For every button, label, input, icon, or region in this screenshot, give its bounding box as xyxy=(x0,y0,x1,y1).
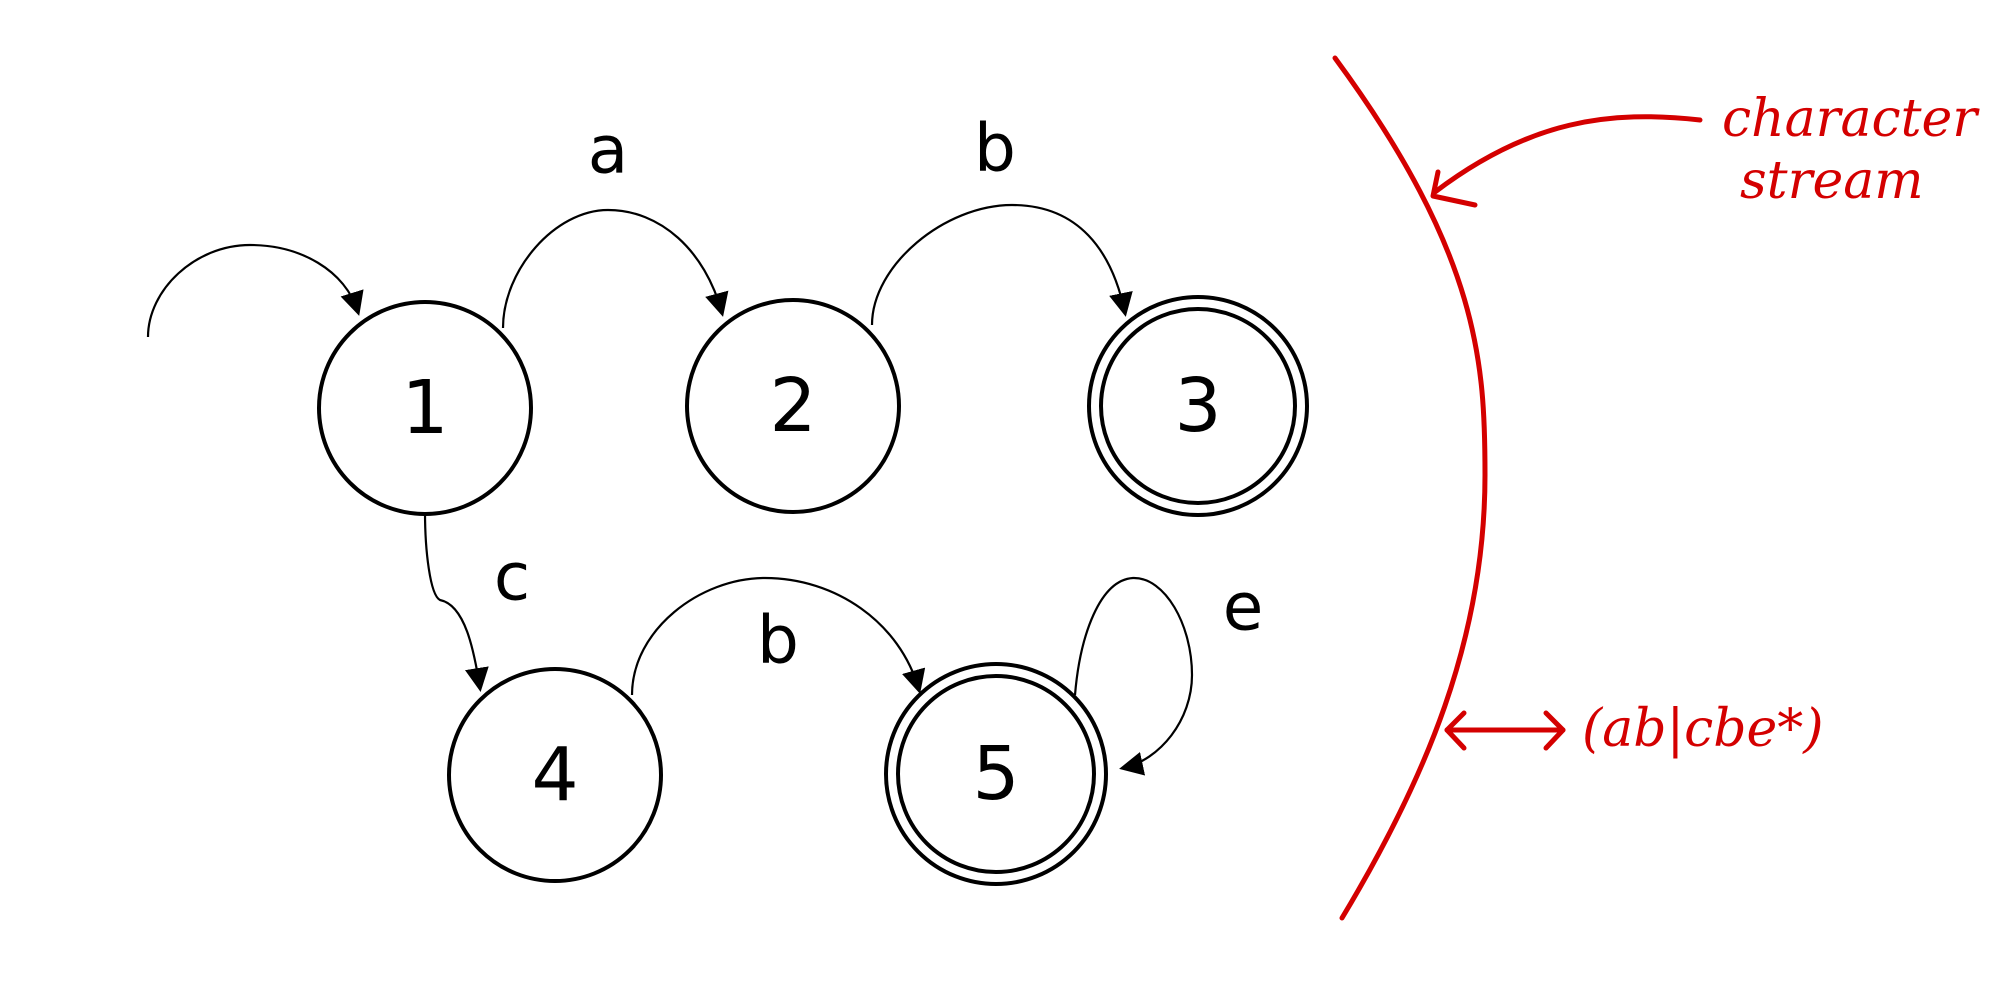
edges xyxy=(146,203,1194,776)
edge-label-b-bottom: b xyxy=(757,602,799,679)
edge-1-to-4 xyxy=(423,511,489,692)
annotations: character stream (ab|cbe*) xyxy=(1332,55,1980,921)
edge-labels: a b c b e xyxy=(494,110,1263,679)
state-3-label: 3 xyxy=(1174,363,1221,449)
stream-pointer-arrowhead xyxy=(1430,169,1478,208)
edge-2-to-3 xyxy=(870,203,1133,326)
state-2-label: 2 xyxy=(769,363,816,449)
state-5: 5 xyxy=(884,662,1108,886)
state-2: 2 xyxy=(685,298,901,514)
edge-4-to-5 xyxy=(630,576,926,696)
edge-label-b-top: b xyxy=(974,110,1016,187)
regex-double-arrow-left-head xyxy=(1444,710,1467,751)
stream-boundary-curve xyxy=(1332,55,1488,921)
regex-double-arrow-right-head xyxy=(1543,710,1566,751)
state-5-label: 5 xyxy=(972,731,1019,817)
edge-label-a: a xyxy=(588,112,628,189)
edge-label-c: c xyxy=(494,539,530,616)
stream-pointer-arrow xyxy=(1432,114,1703,195)
edge-label-e: e xyxy=(1223,569,1264,646)
state-3: 3 xyxy=(1087,295,1309,517)
edge-5-loop xyxy=(1073,576,1194,776)
start-edge xyxy=(146,243,364,338)
stream-label-line2: stream xyxy=(1740,151,1924,211)
regex-label: (ab|cbe*) xyxy=(1582,699,1824,759)
state-1: 1 xyxy=(317,300,533,516)
state-1-label: 1 xyxy=(401,365,448,451)
state-4: 4 xyxy=(447,667,663,883)
state-4-label: 4 xyxy=(531,732,578,818)
edge-1-to-2 xyxy=(501,208,729,329)
stream-label-line1: character xyxy=(1722,89,1980,149)
